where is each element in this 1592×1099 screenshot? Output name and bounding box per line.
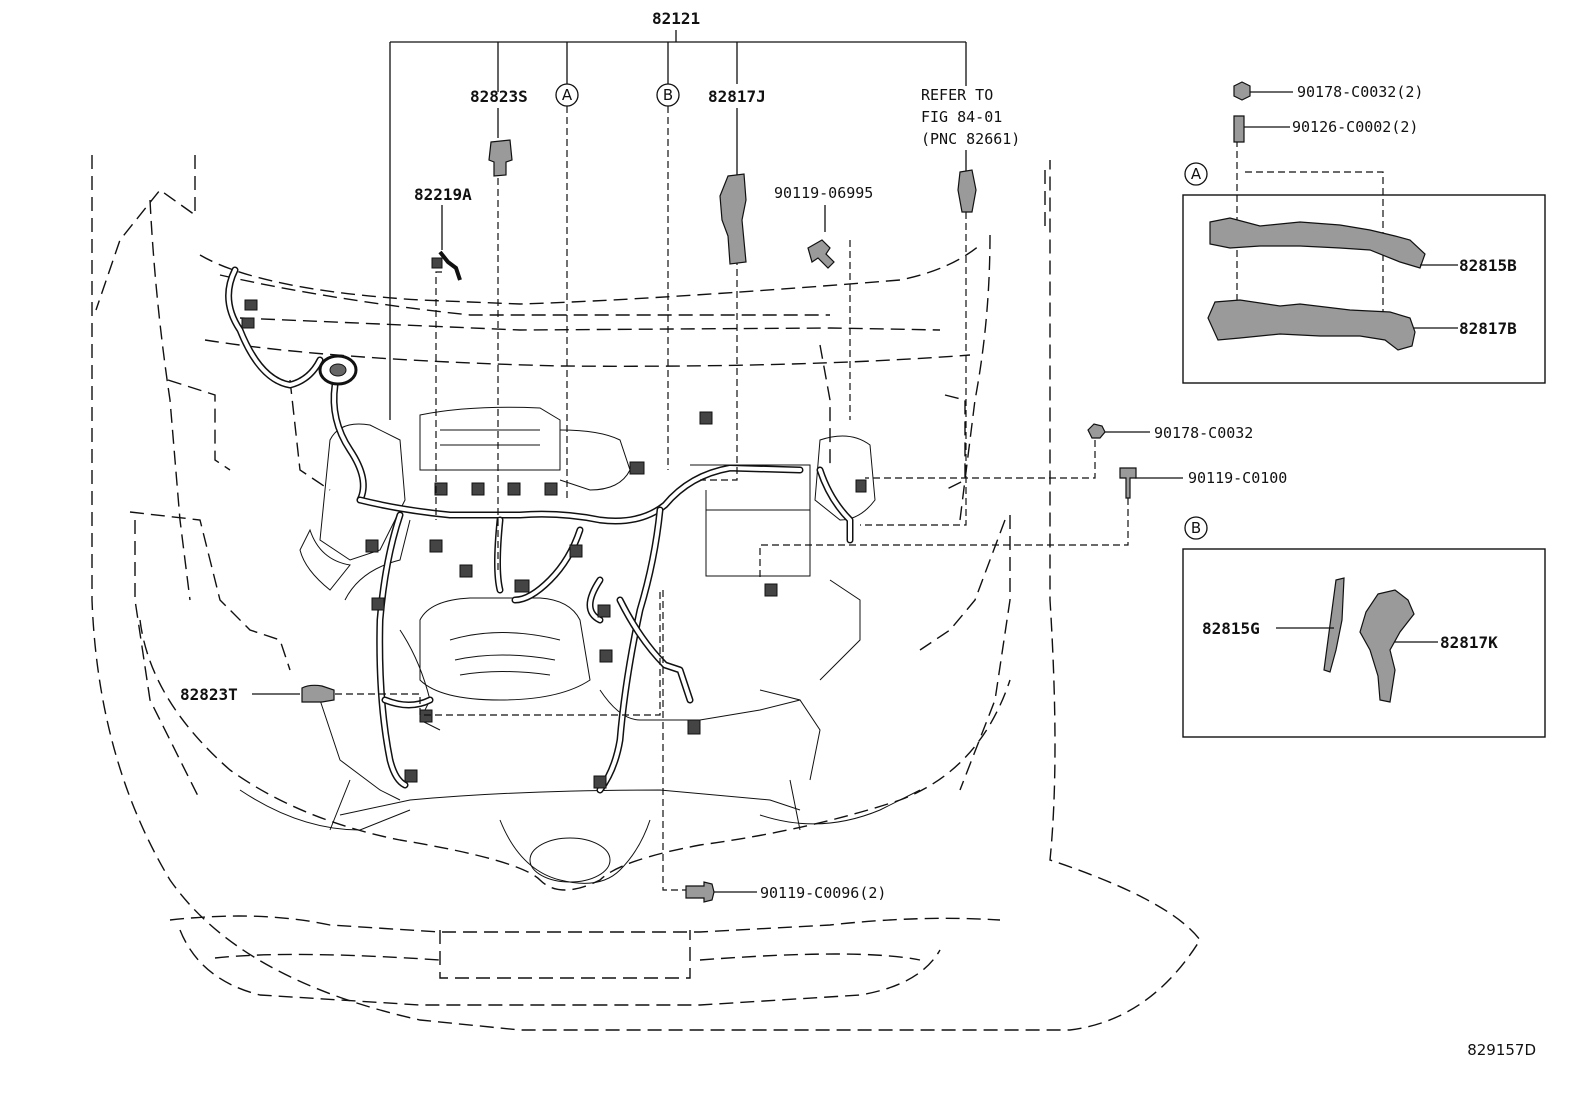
detail-b-box	[1182, 548, 1546, 738]
wire-harness-82121	[225, 266, 867, 794]
label-refer-to: REFER TO	[921, 86, 993, 104]
part-82817K-shape	[1359, 589, 1415, 703]
label-90119-C0100: 90119-C0100	[1188, 469, 1287, 487]
labels: 82121 82823S 82817J 82219A 90119-06995 R…	[180, 9, 1536, 1059]
part-82817B-shape	[1207, 299, 1416, 351]
marker-b-main: B	[663, 86, 673, 104]
label-82817J: 82817J	[708, 87, 766, 106]
label-82823T: 82823T	[180, 685, 238, 704]
label-90178-C0032: 90178-C0032	[1154, 424, 1253, 442]
label-82815G: 82815G	[1202, 619, 1260, 638]
label-90119-06995: 90119-06995	[774, 184, 873, 202]
label-82823S: 82823S	[470, 87, 528, 106]
label-refer-pnc: (PNC 82661)	[921, 130, 1020, 148]
label-90126-C0002-2: 90126-C0002(2)	[1292, 118, 1418, 136]
label-90178-C0032-2: 90178-C0032(2)	[1297, 83, 1423, 101]
label-82815B: 82815B	[1459, 256, 1517, 275]
label-refer-fig: FIG 84-01	[921, 108, 1002, 126]
label-82219A: 82219A	[414, 185, 472, 204]
marker-a-detail: A	[1191, 165, 1202, 183]
diagram-id: 829157D	[1467, 1041, 1536, 1059]
detail-a-group	[1182, 81, 1546, 384]
part-82815G-shape	[1323, 577, 1345, 673]
vehicle-body-outline	[91, 155, 1201, 1031]
label-82817B: 82817B	[1459, 319, 1517, 338]
main-view-parts	[301, 139, 1137, 903]
label-82817K: 82817K	[1440, 633, 1498, 652]
label-90119-C0096: 90119-C0096(2)	[760, 884, 886, 902]
marker-b-detail: B	[1191, 519, 1201, 537]
leader-lines	[252, 30, 1183, 893]
marker-a-main: A	[562, 86, 573, 104]
part-82815B-shape	[1209, 217, 1426, 269]
detail-b-group	[1182, 548, 1546, 738]
detail-a-box	[1182, 194, 1546, 384]
label-82121: 82121	[652, 9, 700, 28]
